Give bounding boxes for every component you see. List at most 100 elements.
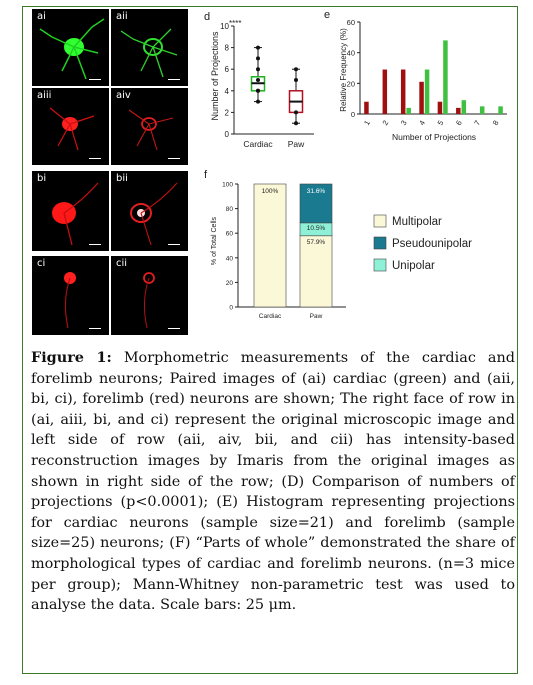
panel-aiv: aiv (111, 88, 188, 165)
bar-forelimb (437, 101, 443, 114)
neuron-image (64, 272, 76, 329)
y-tick-label: 2 (225, 108, 230, 117)
caption-text: Morphometric measurements of the cardiac… (31, 350, 515, 614)
x-tick-label: Paw (310, 313, 323, 320)
chart-e-histogram: e Relative Frequency (%) Number of Proje… (324, 9, 507, 142)
bar-cardiac (461, 100, 467, 114)
data-point (294, 67, 298, 72)
y-tick-label: 4 (225, 87, 230, 96)
scale-bar (168, 78, 180, 80)
x-tick-label: 1 (362, 119, 372, 127)
y-tick-label: 0 (229, 305, 233, 312)
neuron-image (39, 18, 105, 80)
bar-cardiac (443, 40, 448, 114)
bar-cardiac (406, 107, 411, 114)
bar-segment-multipolar (253, 183, 287, 308)
panel-aiii: aiii (32, 88, 109, 165)
panel-ci: ci (32, 256, 109, 335)
caption-lead: Figure 1: (31, 349, 112, 366)
y-tick-label: 60 (347, 18, 355, 27)
data-point (256, 78, 260, 82)
x-tick-label: Cardiac (243, 139, 273, 149)
neuron-reconstruction (143, 272, 155, 329)
y-tick-label: 40 (347, 49, 355, 58)
scale-bar (168, 327, 180, 329)
bar-forelimb (364, 101, 369, 114)
data-label: 10.5% (307, 225, 326, 232)
x-tick-label: 6 (454, 119, 464, 127)
legend-label-unipolar: Unipolar (392, 260, 435, 272)
panel-label-aii: aii (116, 11, 128, 22)
legend-swatch-pseudounipolar (373, 236, 387, 250)
chart-e-panel-label: e (324, 9, 330, 21)
scale-bar (89, 243, 101, 245)
x-tick-label: Cardiac (259, 313, 282, 320)
x-tick-label: Paw (288, 139, 305, 149)
x-tick-label: 2 (380, 119, 390, 127)
chart-e-marks (364, 40, 503, 114)
chart-f-panel-label: f (204, 169, 208, 181)
data-label: 31.6% (307, 188, 326, 195)
y-tick-label: 0 (351, 110, 355, 119)
bar-forelimb (382, 69, 388, 114)
panel-bi: bi (32, 171, 109, 251)
x-tick-label: 3 (399, 119, 409, 127)
neuron-reconstruction (128, 109, 174, 151)
chart-f-marks: 100% 57.9% 10.5% 31.6% (253, 183, 333, 308)
bar-cardiac (498, 106, 503, 114)
data-label: 57.9% (307, 239, 326, 246)
panel-label-ci: ci (37, 258, 46, 269)
panel-label-ai: ai (37, 11, 46, 22)
y-tick-label: 60 (226, 231, 234, 238)
panel-aii: aii (111, 9, 188, 86)
legend-label-multipolar: Multipolar (392, 216, 442, 228)
panel-ai: ai (32, 9, 109, 86)
chart-d-significance: **** (229, 19, 241, 28)
panel-bii: bii (111, 171, 188, 251)
panel-label-aiv: aiv (116, 90, 131, 101)
data-point (294, 110, 298, 115)
panel-cii: cii (111, 256, 188, 335)
data-point (256, 99, 260, 104)
data-point (256, 56, 260, 61)
chart-d-marks (250, 45, 304, 126)
panel-label-bii: bii (116, 173, 128, 184)
x-tick-label: 7 (472, 119, 482, 127)
chart-d-box-plot: d **** Number of Projections 0246810Card… (204, 11, 314, 149)
chart-f-y-axis-label: % of Total Cells (211, 216, 218, 265)
data-point (294, 78, 298, 82)
panel-label-bi: bi (37, 173, 47, 184)
y-tick-label: 80 (226, 206, 234, 213)
bar-segment-pseudounipolar (299, 183, 333, 224)
scale-bar (89, 157, 101, 159)
y-tick-label: 0 (225, 130, 230, 139)
data-point (256, 67, 260, 72)
data-point (256, 45, 260, 50)
data-label: 100% (262, 188, 279, 195)
panel-label-aiii: aiii (37, 90, 52, 101)
neuron-reconstruction (120, 28, 178, 78)
legend-swatch-unipolar (373, 258, 387, 272)
data-point (256, 88, 260, 93)
y-tick-label: 20 (347, 79, 355, 88)
figure-caption: Figure 1: Morphometric measurements of t… (31, 348, 515, 616)
x-tick-label: 4 (417, 119, 427, 127)
data-point (294, 121, 298, 126)
panel-label-cii: cii (116, 258, 128, 269)
y-tick-label: 10 (220, 22, 229, 31)
chart-e-y-axis-label: Relative Frequency (%) (339, 28, 348, 112)
y-tick-label: 8 (225, 44, 230, 53)
chart-e-x-axis-label: Number of Projections (392, 132, 476, 142)
neuron-reconstruction (130, 182, 178, 246)
legend-swatch-multipolar (373, 214, 387, 228)
bar-segment-multipolar (299, 235, 333, 308)
scale-bar (89, 78, 101, 80)
bar-cardiac (424, 69, 430, 114)
x-tick-label: 8 (491, 119, 501, 127)
bar-forelimb (400, 69, 406, 114)
